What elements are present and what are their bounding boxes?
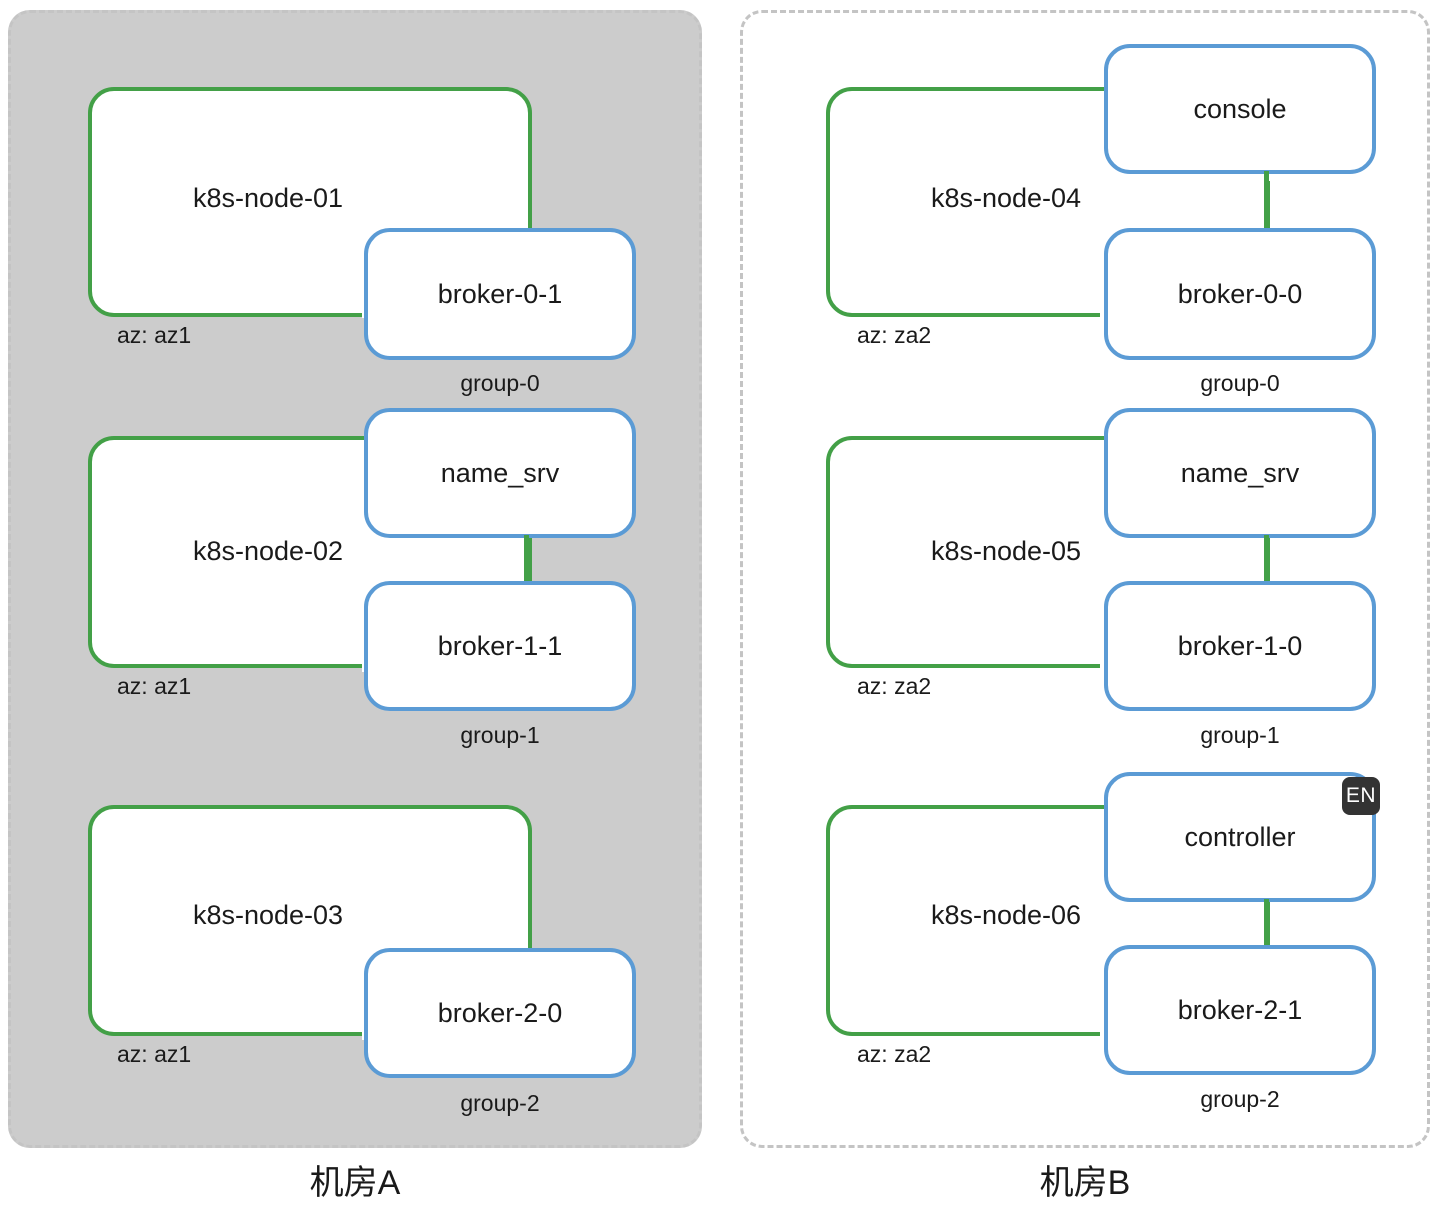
node-label-k8s-node-03: k8s-node-03 — [192, 900, 344, 930]
pod-box-broker-0-0[interactable]: broker-0-0 — [1104, 228, 1376, 360]
pod-label-controller: controller — [1184, 821, 1296, 852]
pod-label-broker-2-0: broker-2-0 — [437, 997, 563, 1028]
node-label-k8s-node-05: k8s-node-05 — [930, 536, 1082, 566]
node-label-k8s-node-01: k8s-node-01 — [192, 183, 344, 213]
group-label-k8s-node-03: group-2 — [460, 1090, 540, 1116]
node-label-k8s-node-06: k8s-node-06 — [930, 900, 1082, 930]
node-label-k8s-node-04: k8s-node-04 — [930, 183, 1082, 213]
ime-language-badge[interactable]: EN — [1342, 777, 1380, 815]
node-label-k8s-node-02: k8s-node-02 — [192, 536, 344, 566]
group-label-k8s-node-06: group-2 — [1200, 1086, 1280, 1112]
pod-box-broker-1-1[interactable]: broker-1-1 — [364, 581, 636, 711]
pod-connector-k8s-node-04 — [1264, 171, 1269, 231]
pod-box-broker-2-1[interactable]: broker-2-1 — [1104, 945, 1376, 1075]
pod-label-console: console — [1193, 93, 1287, 124]
zone-caption-jifang-a: 机房A — [309, 1164, 401, 1202]
group-label-k8s-node-01: group-0 — [460, 370, 540, 396]
pod-box-name-srv-a[interactable]: name_srv — [364, 408, 636, 538]
pod-label-broker-0-0: broker-0-0 — [1177, 278, 1303, 309]
pod-label-broker-0-1: broker-0-1 — [437, 278, 563, 309]
pod-box-controller[interactable]: controller — [1104, 772, 1376, 902]
pod-label-name-srv-a: name_srv — [440, 457, 560, 488]
az-label-k8s-node-05: az: za2 — [857, 673, 932, 699]
pod-connector-k8s-node-02 — [524, 535, 529, 585]
pod-box-broker-0-1[interactable]: broker-0-1 — [364, 228, 636, 360]
pod-label-name-srv-b: name_srv — [1180, 457, 1300, 488]
group-label-k8s-node-05: group-1 — [1200, 722, 1280, 748]
pod-label-broker-2-1: broker-2-1 — [1177, 994, 1303, 1025]
pod-label-broker-1-0: broker-1-0 — [1177, 630, 1303, 661]
zone-caption-jifang-b: 机房B — [1039, 1164, 1131, 1202]
group-label-k8s-node-02: group-1 — [460, 722, 540, 748]
pod-box-broker-2-0[interactable]: broker-2-0 — [364, 948, 636, 1078]
pod-box-name-srv-b[interactable]: name_srv — [1104, 408, 1376, 538]
pod-label-broker-1-1: broker-1-1 — [437, 630, 563, 661]
az-label-k8s-node-03: az: az1 — [117, 1041, 192, 1067]
az-label-k8s-node-06: az: za2 — [857, 1041, 932, 1067]
pod-connector-k8s-node-05 — [1264, 535, 1269, 585]
pod-box-console[interactable]: console — [1104, 44, 1376, 174]
az-label-k8s-node-02: az: az1 — [117, 673, 192, 699]
group-label-k8s-node-04: group-0 — [1200, 370, 1280, 396]
az-label-k8s-node-01: az: az1 — [117, 322, 192, 348]
pod-connector-k8s-node-06 — [1264, 899, 1269, 949]
pod-box-broker-1-0[interactable]: broker-1-0 — [1104, 581, 1376, 711]
az-label-k8s-node-04: az: za2 — [857, 322, 932, 348]
